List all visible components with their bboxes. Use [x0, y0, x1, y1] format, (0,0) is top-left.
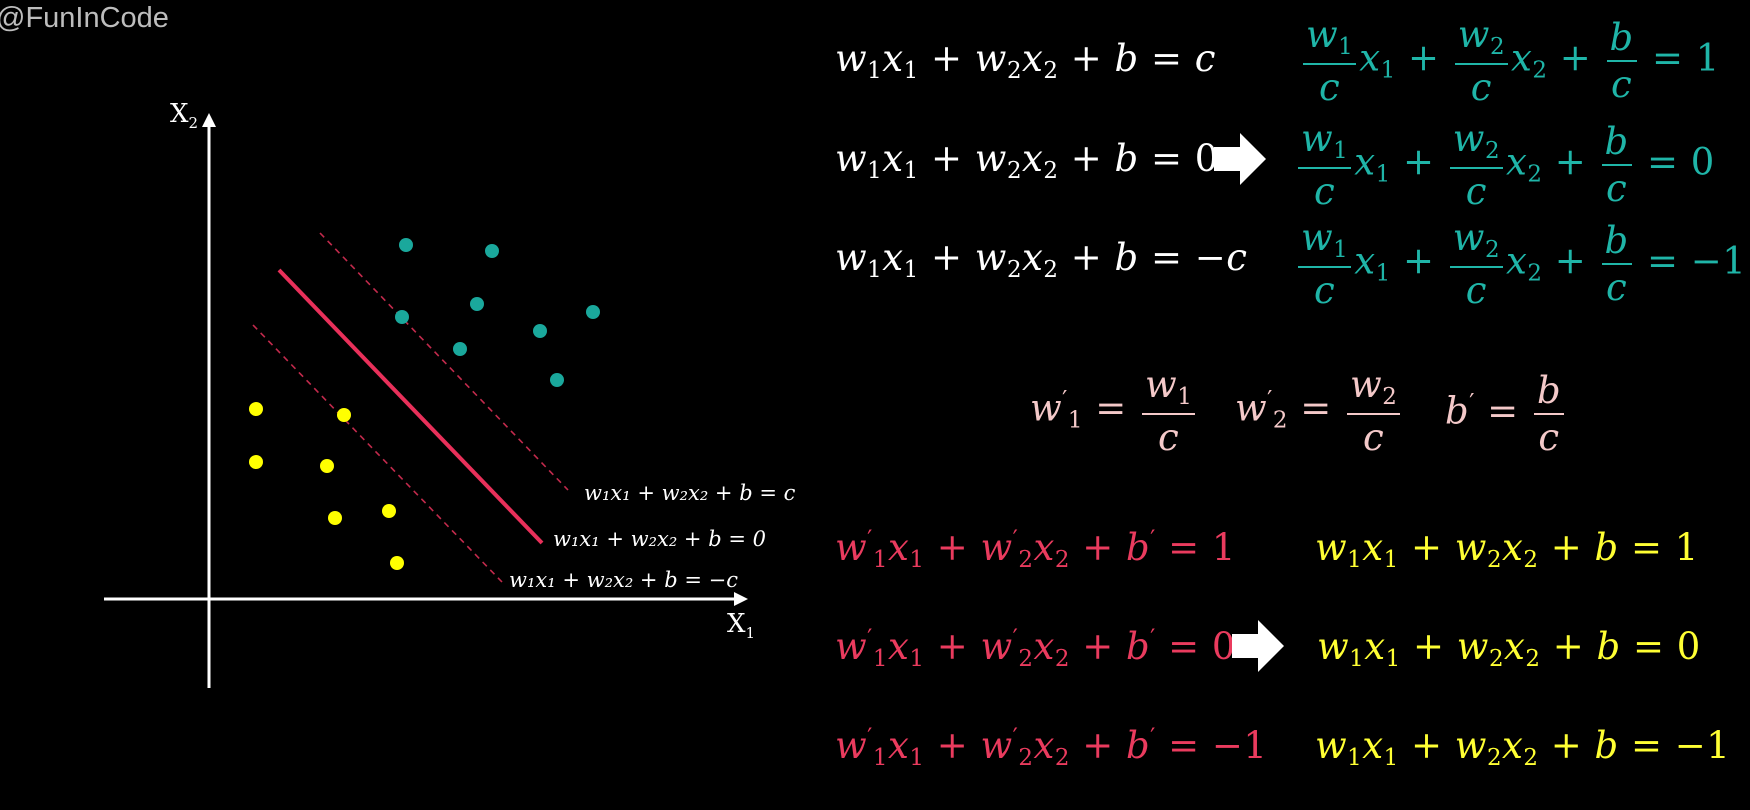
teal-point [395, 310, 409, 324]
yellow-point [382, 504, 396, 518]
decision-boundary-line [277, 268, 544, 545]
teal-point [586, 305, 600, 319]
x-axis-arrowhead [734, 592, 748, 606]
teal-points [395, 238, 600, 387]
svm-diagram: X2 X1 w₁x₁ + w₂x₂ + b = c w₁x₁ + w₂x₂ + … [104, 99, 796, 688]
equation-yellow-1: w1x1 + w2x2 + b = 1 [1315, 526, 1699, 573]
yellow-point [320, 459, 334, 473]
teal-point [399, 238, 413, 252]
yellow-point [328, 511, 342, 525]
upper-line-label: w₁x₁ + w₂x₂ + b = c [584, 481, 796, 505]
teal-point [470, 297, 484, 311]
equation-yellow-3: w1x1 + w2x2 + b = −1 [1315, 724, 1731, 771]
equation-yellow-2: w1x1 + w2x2 + b = 0 [1317, 625, 1701, 672]
lower-line-label: w₁x₁ + w₂x₂ + b = −c [509, 568, 738, 592]
watermark: @FunInCode [0, 2, 169, 34]
yellow-points [249, 402, 404, 570]
right-arrow-icon [1232, 620, 1284, 672]
equation-red-2: w′1x1 + w′2x2 + b′ = 0 [835, 625, 1236, 672]
upper-margin-line [319, 232, 569, 491]
yellow-point [249, 402, 263, 416]
yellow-point [390, 556, 404, 570]
lower-margin-line [252, 324, 503, 583]
x-axis-label: X1 [727, 609, 755, 642]
equation-red-3: w′1x1 + w′2x2 + b′ = −1 [835, 724, 1268, 771]
y-axis-label: X2 [170, 99, 198, 132]
equation-red-1: w′1x1 + w′2x2 + b′ = 1 [835, 526, 1236, 573]
teal-point [485, 244, 499, 258]
y-axis-arrowhead [202, 113, 216, 127]
equation-white-1: w1x1 + w2x2 + b = c [835, 37, 1216, 84]
yellow-point [337, 408, 351, 422]
teal-point [550, 373, 564, 387]
right-arrow-icon [1214, 133, 1266, 185]
yellow-point [249, 455, 263, 469]
teal-point [533, 324, 547, 338]
equation-white-3: w1x1 + w2x2 + b = −c [835, 236, 1248, 283]
middle-line-label: w₁x₁ + w₂x₂ + b = 0 [553, 527, 766, 551]
equation-white-2: w1x1 + w2x2 + b = 0 [835, 137, 1219, 184]
teal-point [453, 342, 467, 356]
